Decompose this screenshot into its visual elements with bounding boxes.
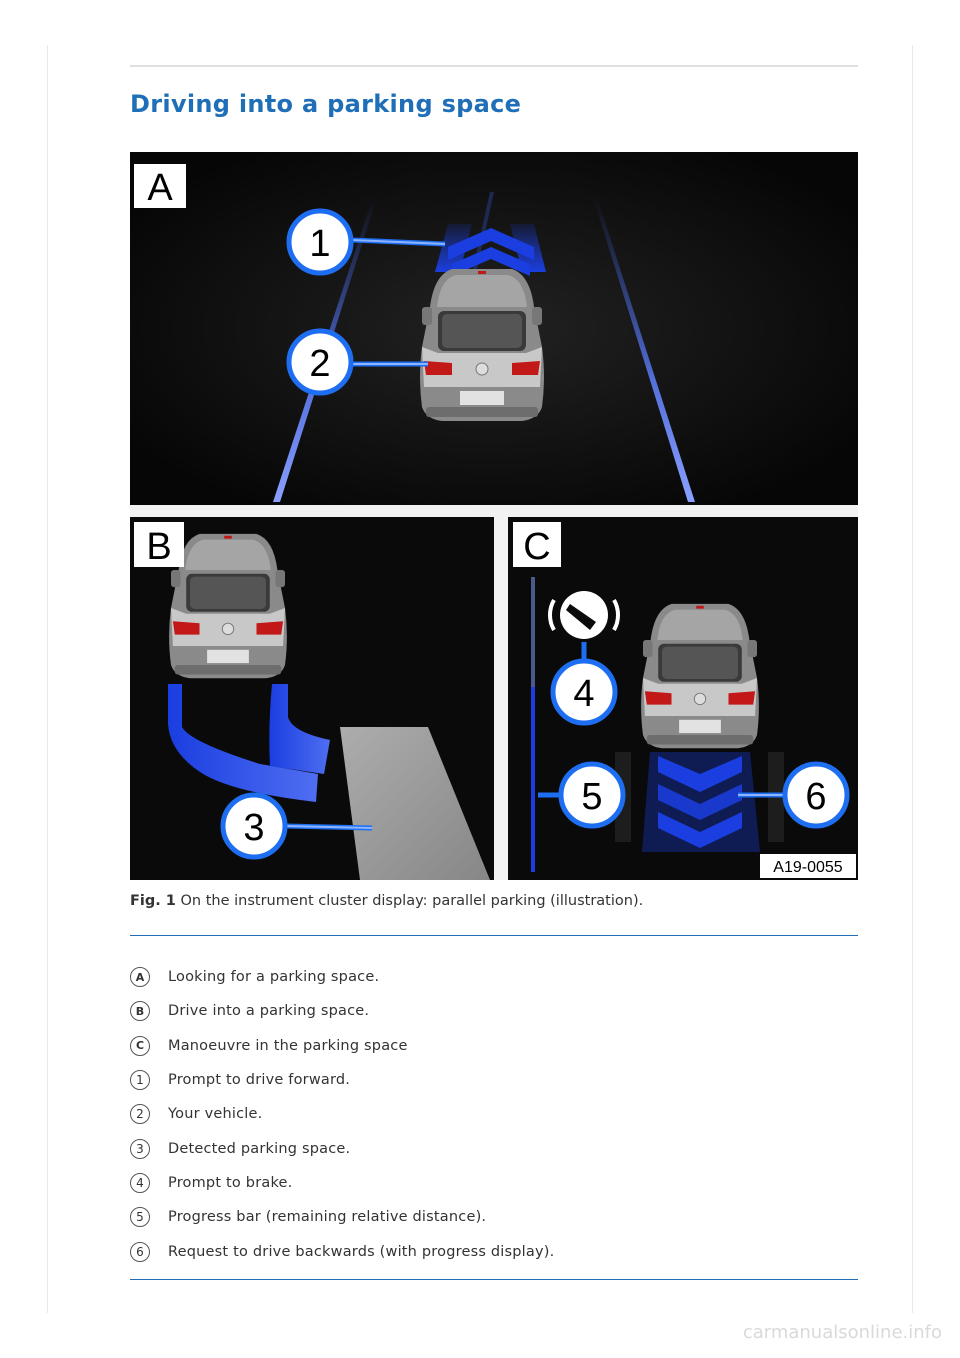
legend-item: A Looking for a parking space. [130, 960, 554, 994]
legend-item: 6 Request to drive backwards (with progr… [130, 1234, 554, 1268]
legend-key: 4 [130, 1173, 150, 1193]
figure-code: A19-0055 [773, 859, 842, 876]
parking-illustration: A 1 2 B 3 C 4 5 [130, 152, 858, 880]
page-title: Driving into a parking space [130, 90, 521, 118]
legend-key: 5 [130, 1207, 150, 1227]
legend-key: C [130, 1036, 150, 1056]
legend-text: Detected parking space. [168, 1141, 350, 1157]
legend-text: Progress bar (remaining relative distanc… [168, 1209, 486, 1225]
panel-label-b: B [146, 526, 171, 568]
legend-item: 1 Prompt to drive forward. [130, 1063, 554, 1097]
page-margin-right [912, 45, 913, 1313]
legend-item: 3 Detected parking space. [130, 1131, 554, 1165]
figure-illustration: A 1 2 B 3 C 4 5 [130, 152, 858, 880]
legend-text: Manoeuvre in the parking space [168, 1038, 408, 1054]
legend-text: Prompt to brake. [168, 1175, 292, 1191]
watermark: carmanualsonline.info [743, 1322, 942, 1343]
legend-top-divider [130, 935, 858, 936]
callout-2: 2 [309, 343, 330, 385]
legend-key: 6 [130, 1242, 150, 1262]
legend-list: A Looking for a parking space. B Drive i… [130, 960, 554, 1269]
legend-bottom-divider [130, 1279, 858, 1280]
legend-item: 4 Prompt to brake. [130, 1166, 554, 1200]
caption-label: Fig. 1 [130, 893, 176, 909]
callout-4: 4 [573, 673, 594, 715]
legend-text: Looking for a parking space. [168, 969, 379, 985]
legend-key: A [130, 967, 150, 987]
callout-6: 6 [805, 776, 826, 818]
top-divider [130, 65, 858, 67]
legend-item: B Drive into a parking space. [130, 994, 554, 1028]
legend-key: B [130, 1001, 150, 1021]
legend-key: 3 [130, 1139, 150, 1159]
panel-label-a: A [147, 167, 173, 209]
legend-item: 2 Your vehicle. [130, 1097, 554, 1131]
callout-5: 5 [581, 776, 602, 818]
page-margin-left [47, 45, 48, 1313]
legend-key: 2 [130, 1104, 150, 1124]
legend-text: Drive into a parking space. [168, 1003, 369, 1019]
legend-key: 1 [130, 1070, 150, 1090]
legend-text: Your vehicle. [168, 1106, 262, 1122]
panel-label-c: C [523, 526, 550, 568]
caption-text: On the instrument cluster display: paral… [176, 893, 643, 909]
legend-text: Request to drive backwards (with progres… [168, 1244, 554, 1260]
legend-item: C Manoeuvre in the parking space [130, 1029, 554, 1063]
legend-text: Prompt to drive forward. [168, 1072, 350, 1088]
callout-3: 3 [243, 807, 264, 849]
legend-item: 5 Progress bar (remaining relative dista… [130, 1200, 554, 1234]
figure-caption: Fig. 1 On the instrument cluster display… [130, 893, 643, 909]
callout-1: 1 [309, 223, 330, 265]
